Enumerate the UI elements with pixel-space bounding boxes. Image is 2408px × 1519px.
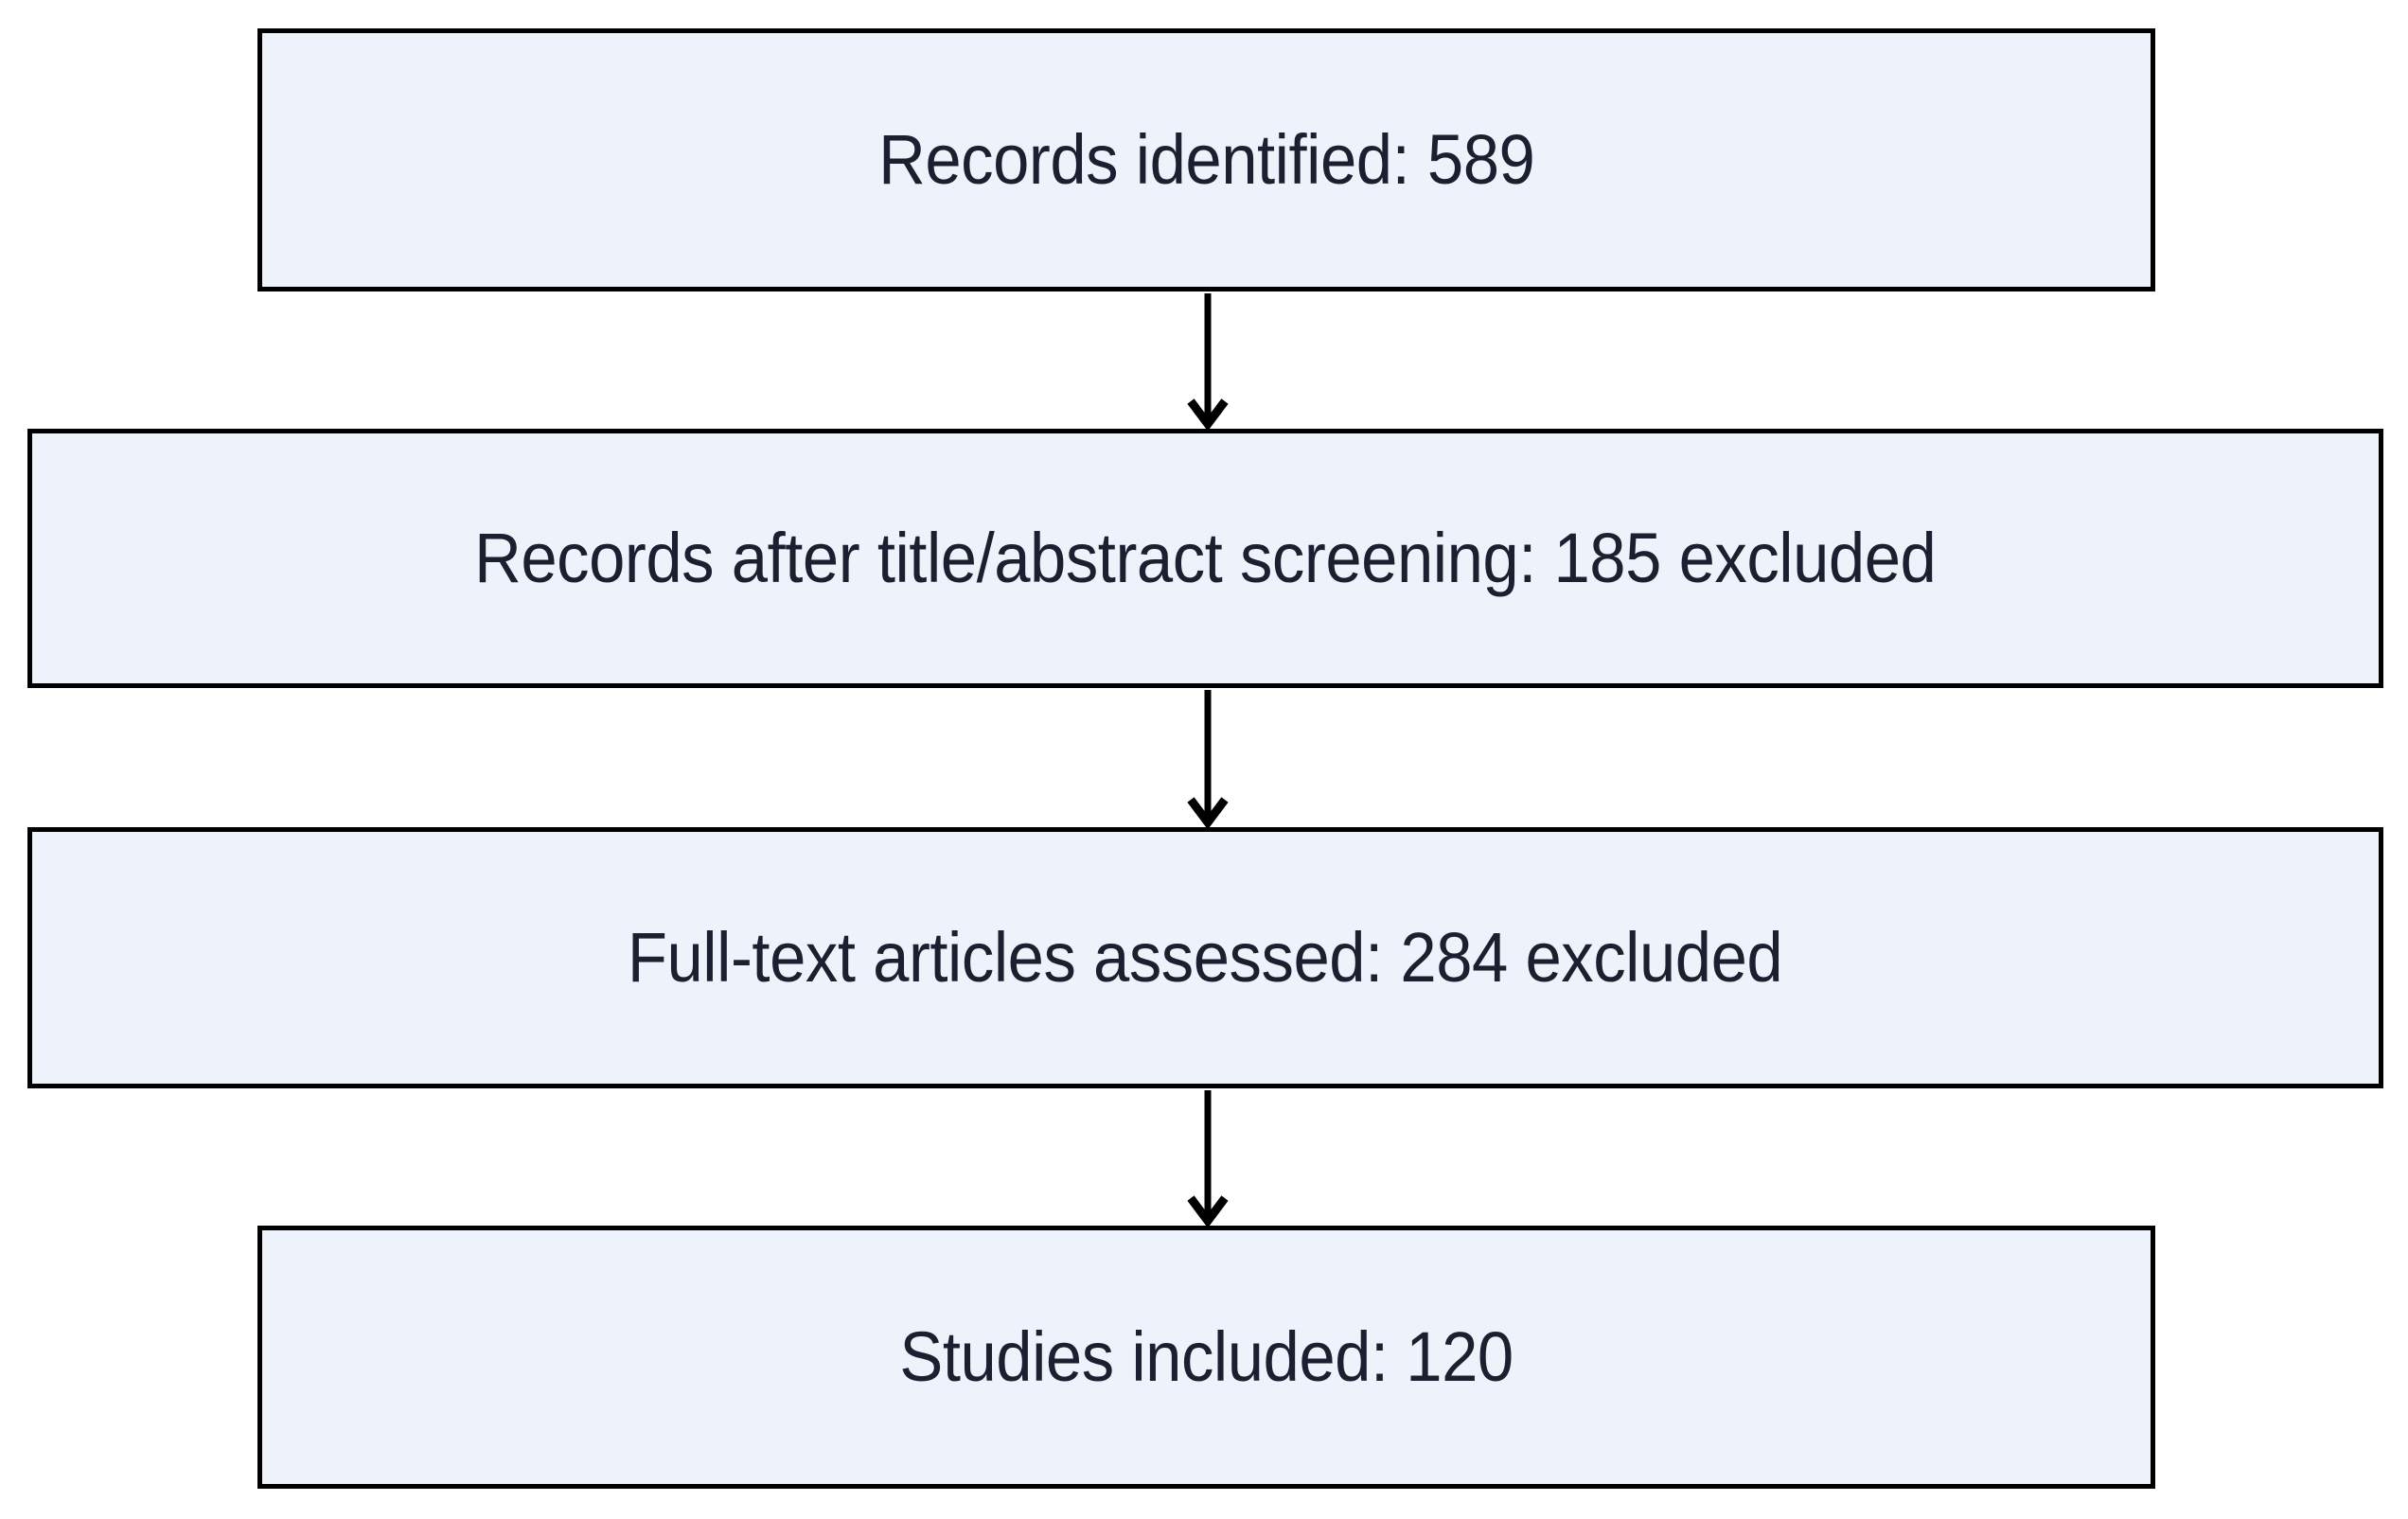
flow-arrow-fulltext-to-included: [1164, 1088, 1251, 1226]
flow-node-records-screened[interactable]: Records after title/abstract screening: …: [27, 429, 2383, 688]
flow-node-label: Records identified: 589: [877, 120, 1535, 200]
flow-node-label: Records after title/abstract screening: …: [474, 519, 1937, 598]
flow-node-studies-included[interactable]: Studies included: 120: [257, 1226, 2155, 1489]
flow-node-fulltext-assessed[interactable]: Full-text articles assessed: 284 exclude…: [27, 827, 2383, 1088]
down-arrow-icon: [1187, 293, 1229, 429]
flow-arrow-screened-to-fulltext: [1164, 688, 1251, 827]
down-arrow-icon: [1187, 1090, 1229, 1226]
flow-node-label: Full-text articles assessed: 284 exclude…: [628, 918, 1783, 998]
down-arrow-icon: [1187, 690, 1229, 827]
flow-arrow-identified-to-screened: [1164, 291, 1251, 429]
flow-node-label: Studies included: 120: [899, 1317, 1514, 1397]
flow-node-records-identified[interactable]: Records identified: 589: [257, 28, 2155, 291]
